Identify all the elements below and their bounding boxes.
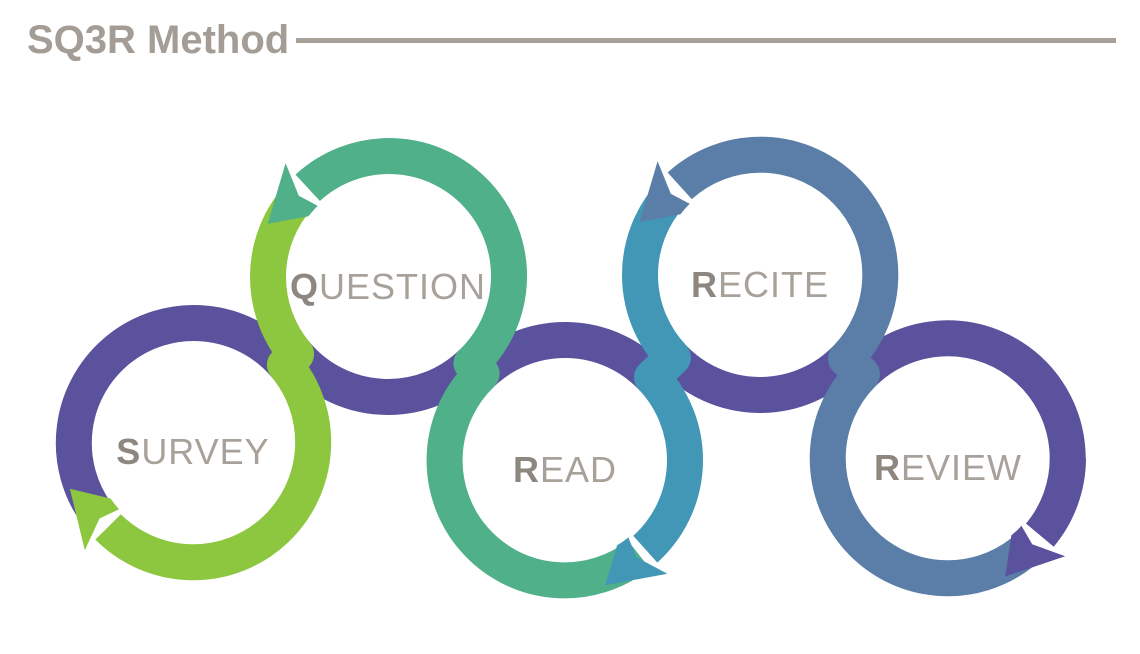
step-label-recite: RECITE bbox=[691, 264, 829, 305]
green-arrow-ribbon-question-to-survey bbox=[95, 184, 332, 581]
survey-circle-interior bbox=[93, 342, 293, 542]
seagreen-arrowhead bbox=[267, 163, 330, 224]
purple-ribbon-end-segment bbox=[1025, 457, 1086, 547]
step-label-read: READ bbox=[513, 449, 617, 490]
seagreen-arrow-ribbon-read-to-question bbox=[295, 138, 651, 599]
recite-circle-interior bbox=[660, 175, 860, 375]
step-label-survey: SURVEY bbox=[116, 431, 269, 472]
teal-arrow-ribbon-recite-to-read bbox=[622, 182, 703, 563]
title-rule bbox=[296, 38, 1116, 43]
header: SQ3R Method bbox=[0, 0, 1140, 70]
purple-arrowhead bbox=[1005, 513, 1066, 577]
step-label-question: QUESTION bbox=[290, 266, 486, 307]
step-label-review: REVIEW bbox=[874, 447, 1022, 488]
review-circle-interior bbox=[848, 358, 1048, 558]
page-title: SQ3R Method bbox=[27, 18, 290, 62]
purple-flow-ribbon bbox=[55, 305, 1086, 547]
steelblue-arrow-ribbon-review-to-recite bbox=[667, 136, 1034, 597]
read-circle-interior bbox=[465, 360, 665, 560]
steelblue-arrowhead bbox=[639, 161, 702, 222]
question-circle-interior bbox=[288, 177, 488, 377]
